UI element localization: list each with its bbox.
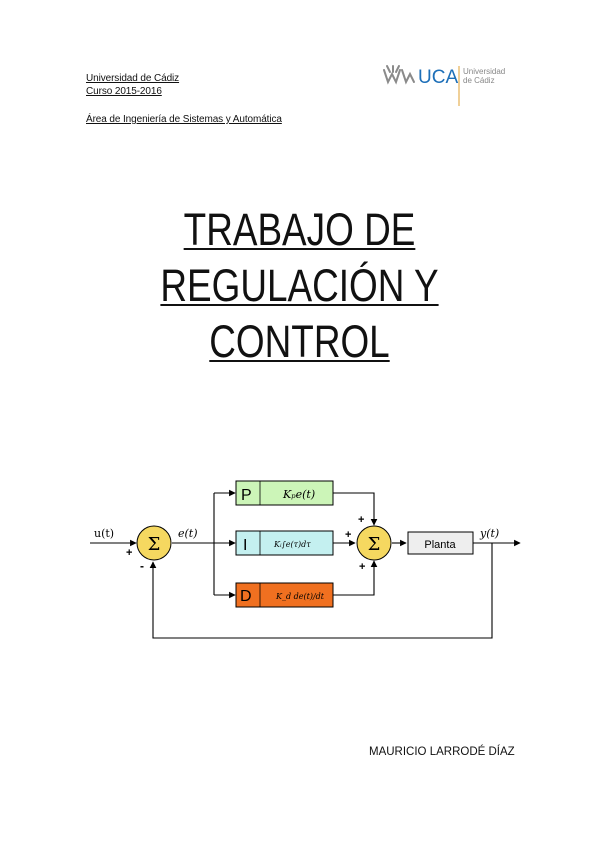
svg-text:D: D <box>240 588 252 605</box>
sign-sum2-plus-bottom: + <box>359 561 365 573</box>
pid-block-diagram: Σ Σ + - + + + P Kₚe(t) I Kᵢ∫e(τ)dτ D K_d… <box>90 480 521 639</box>
title-line-3: CONTROL <box>209 316 390 367</box>
logo-acronym: UCA <box>418 67 458 88</box>
title-line-2: REGULACIÓN Y <box>160 260 439 311</box>
d-block: D K_d de(t)/dt <box>235 582 334 608</box>
p-block: P Kₚe(t) <box>235 480 334 506</box>
svg-text:Σ: Σ <box>148 534 161 555</box>
uca-logo: UCA Universidad de Cádiz <box>383 65 505 106</box>
title-line-1: TRABAJO DE <box>183 204 416 255</box>
error-label: e(t) <box>178 527 198 540</box>
uca-emblem-icon <box>383 65 415 85</box>
svg-text:K_d de(t)/dt: K_d de(t)/dt <box>275 592 325 601</box>
header-course: Curso 2015-2016 <box>86 86 162 97</box>
logo-name-line2: de Cádiz <box>463 76 495 85</box>
summing-junction-2: Σ <box>356 525 392 561</box>
header-area: Área de Ingeniería de Sistemas y Automát… <box>86 114 282 125</box>
author-name: MAURICIO LARRODÉ DÍAZ <box>369 746 515 758</box>
sign-sum2-plus-left: + <box>345 529 351 541</box>
header-university: Universidad de Cádiz <box>86 73 180 84</box>
svg-text:Kᵢ∫e(τ)dτ: Kᵢ∫e(τ)dτ <box>273 540 311 549</box>
feedback-arrow <box>149 543 493 639</box>
sign-sum1-plus: + <box>126 547 132 559</box>
logo-name-line1: Universidad <box>463 67 505 76</box>
svg-text:Planta: Planta <box>424 539 456 551</box>
sign-sum1-minus: - <box>140 559 144 573</box>
svg-text:Kₚe(t): Kₚe(t) <box>282 488 315 501</box>
svg-text:P: P <box>241 487 252 504</box>
p-output-arrow <box>333 492 378 526</box>
d-output-arrow <box>333 560 378 596</box>
output-label: y(t) <box>479 527 499 540</box>
svg-text:Σ: Σ <box>368 534 381 555</box>
i-block: I Kᵢ∫e(τ)dτ <box>235 530 334 556</box>
svg-text:I: I <box>243 537 247 554</box>
input-label: u(t) <box>94 527 114 540</box>
plant-block: Planta <box>407 531 474 555</box>
summing-junction-1: Σ <box>136 525 172 561</box>
sign-sum2-plus-top: + <box>358 514 364 526</box>
